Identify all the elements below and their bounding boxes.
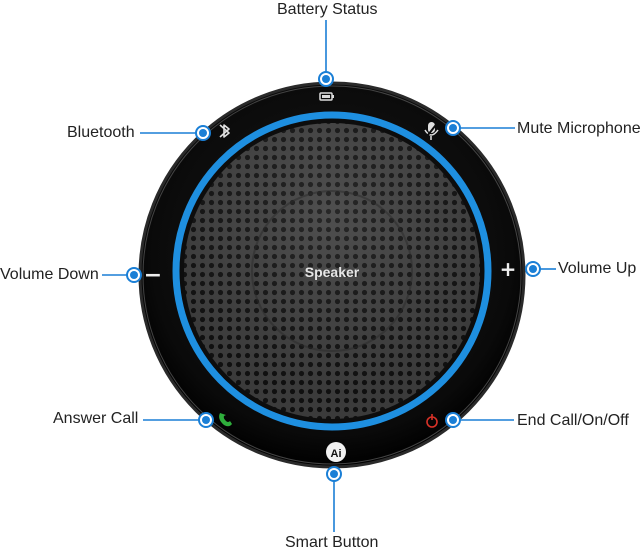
label-volume-up: Volume Up [558,260,637,277]
label-smart-button: Smart Button [285,534,379,551]
microphone-icon[interactable] [423,120,440,141]
callout-dot-volume-down [126,267,142,283]
callout-dot-smart [326,466,342,482]
smart-button-glyph: Ai [331,448,342,460]
callout-dot-battery [318,71,334,87]
led-ring [172,111,492,431]
label-battery-status: Battery Status [277,1,378,18]
center-label: Speaker [305,264,360,280]
device-rim-highlight [142,85,522,465]
battery-icon [319,92,334,101]
callout-dot-end [445,412,461,428]
volume-up-glyph[interactable]: + [500,257,517,281]
phone-answer-icon[interactable] [219,413,232,427]
callout-lines [102,20,556,532]
callout-dots [126,71,541,482]
callout-dot-mute [445,120,461,136]
phone-end-icon[interactable] [426,414,438,428]
callout-dot-volume-up [525,261,541,277]
label-volume-down: Volume Down [0,266,99,283]
callout-dot-bluetooth [195,125,211,141]
volume-down-glyph[interactable]: − [144,263,162,288]
grille-inner-ring [251,190,413,352]
label-end-call: End Call/On/Off [517,412,629,429]
ai-icon[interactable]: Ai [326,442,346,462]
label-answer-call: Answer Call [53,410,139,427]
callout-dot-answer [198,412,214,428]
bluetooth-icon[interactable] [219,124,230,138]
label-mute-microphone: Mute Microphone [517,120,640,137]
label-bluetooth: Bluetooth [67,124,135,141]
